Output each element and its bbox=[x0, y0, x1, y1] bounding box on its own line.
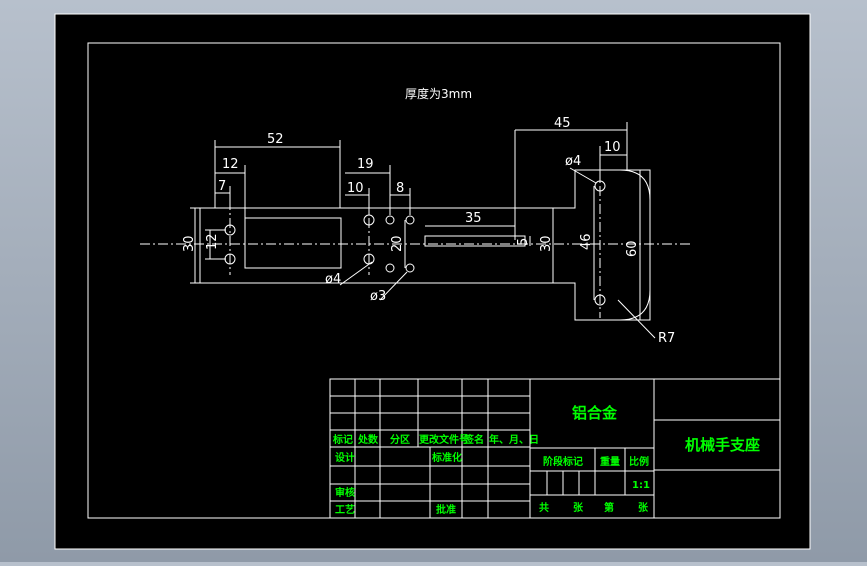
hdr-date: 年、月、日 bbox=[489, 433, 539, 446]
holes bbox=[224, 180, 606, 306]
thickness-note: 厚度为3mm bbox=[405, 86, 472, 101]
hdr-change-doc: 更改文件号 bbox=[419, 433, 469, 446]
hole bbox=[405, 215, 415, 225]
dim-12: 12 bbox=[222, 157, 239, 172]
dim-52: 52 bbox=[267, 132, 284, 147]
sheets-unit: 张 bbox=[573, 501, 584, 514]
dim-12-vertical: 12 bbox=[205, 233, 220, 250]
sheets-total: 共 bbox=[539, 501, 549, 514]
hdr-sign: 签名 bbox=[463, 433, 484, 446]
dim-45: 45 bbox=[554, 116, 571, 131]
sheet-no: 第 bbox=[604, 501, 614, 514]
role-standardize: 标准化 bbox=[431, 451, 462, 464]
dim-46: 46 bbox=[579, 233, 594, 250]
role-process: 工艺 bbox=[335, 503, 355, 516]
hole bbox=[385, 263, 395, 273]
hole bbox=[594, 294, 606, 306]
dim-5: 5 bbox=[516, 238, 531, 246]
title-block-text: 铝合金 机械手支座 标记 处数 分区 更改文件号 签名 年、月、日 设计 标准化… bbox=[332, 404, 760, 516]
weight-label: 重量 bbox=[600, 455, 620, 468]
title-block-grid bbox=[329, 378, 781, 519]
r7-arc-bottom bbox=[619, 289, 651, 321]
sheet-outer bbox=[54, 13, 811, 550]
scale-label: 比例 bbox=[629, 455, 649, 468]
dimension-lines bbox=[190, 122, 656, 339]
dim-phi3: ø3 bbox=[370, 289, 386, 304]
hole bbox=[385, 215, 395, 225]
part-name: 机械手支座 bbox=[685, 436, 760, 454]
dim-10a: 10 bbox=[347, 181, 364, 196]
dim-7: 7 bbox=[218, 179, 226, 194]
role-approve: 批准 bbox=[436, 503, 456, 516]
scale-value: 1:1 bbox=[632, 480, 650, 491]
dim-20: 20 bbox=[390, 235, 405, 252]
dim-19: 19 bbox=[357, 157, 374, 172]
stage-mark: 阶段标记 bbox=[543, 455, 583, 468]
hdr-count: 处数 bbox=[357, 433, 379, 446]
dim-r7: R7 bbox=[658, 331, 675, 346]
dim-30-right: 30 bbox=[539, 235, 554, 252]
dim-35: 35 bbox=[465, 211, 482, 226]
r7-arc-top bbox=[619, 169, 651, 201]
role-design: 设计 bbox=[335, 451, 355, 464]
dim-phi4-left: ø4 bbox=[325, 272, 341, 287]
dim-8: 8 bbox=[396, 181, 404, 196]
vertical-dimension-labels: 30 12 20 5 30 46 60 bbox=[182, 233, 640, 257]
dim-10b: 10 bbox=[604, 140, 621, 155]
dim-phi4-right: ø4 bbox=[565, 154, 581, 169]
sheet-no-unit: 张 bbox=[638, 501, 649, 514]
center-lines bbox=[140, 168, 690, 318]
slot bbox=[424, 235, 526, 247]
role-review: 审核 bbox=[335, 486, 355, 499]
dimension-labels: 52 12 7 19 10 8 35 45 10 ø4 ø4 ø3 R7 bbox=[218, 116, 675, 346]
dim-30-left: 30 bbox=[182, 235, 197, 252]
hdr-zone: 分区 bbox=[390, 433, 410, 446]
hole bbox=[405, 263, 415, 273]
dim-60: 60 bbox=[625, 240, 640, 257]
part-outline bbox=[199, 169, 651, 321]
hdr-mark: 标记 bbox=[332, 433, 353, 446]
left-pocket bbox=[244, 217, 342, 269]
material: 铝合金 bbox=[572, 404, 618, 422]
part-profile bbox=[199, 169, 651, 321]
